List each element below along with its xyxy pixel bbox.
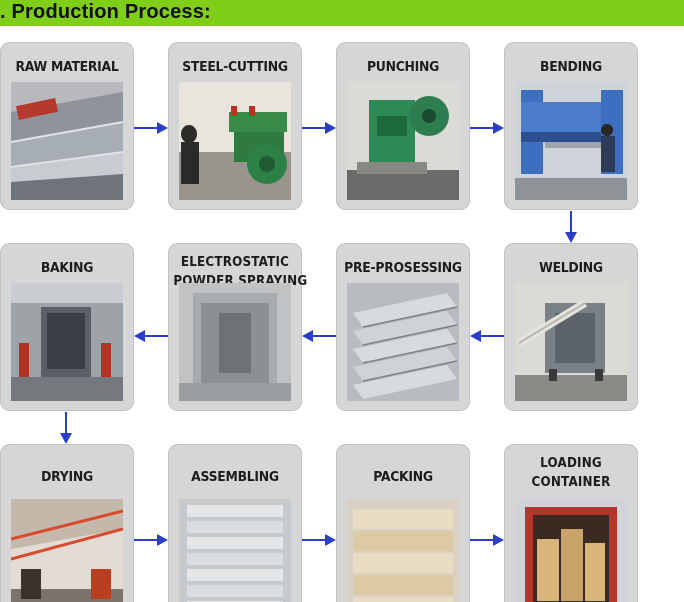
arrow-right-icon	[134, 120, 168, 136]
arrow-right-icon	[134, 532, 168, 548]
arrow-left-icon	[302, 328, 336, 344]
step-loading-container: LOADING CONTAINER	[504, 444, 638, 602]
welding-photo	[515, 283, 627, 401]
spraying-photo	[179, 283, 291, 401]
pre-prosessing-photo	[347, 283, 459, 401]
bending-photo	[515, 82, 627, 200]
steel-cutting-photo	[179, 82, 291, 200]
step-label: BENDING	[540, 59, 602, 75]
step-label: DRYING	[41, 469, 93, 485]
arrow-right-icon	[470, 120, 504, 136]
header-bar: . Production Process:	[0, 0, 684, 26]
arrow-right-icon	[302, 532, 336, 548]
step-drying: DRYING	[0, 444, 134, 602]
step-label: LOADING CONTAINER	[531, 456, 611, 490]
step-label: PACKING	[373, 469, 433, 485]
loading-container-photo	[515, 499, 627, 602]
arrow-right-icon	[470, 532, 504, 548]
step-label: WELDING	[539, 260, 603, 276]
step-pre-prosessing: PRE-PROSESSING	[336, 243, 470, 411]
step-electrostatic-powder-spraying: ELECTROSTATIC POWDER SPRAYING	[168, 243, 307, 411]
assembling-photo	[179, 499, 291, 602]
punching-photo	[347, 82, 459, 200]
arrow-down-icon	[563, 211, 579, 243]
arrow-down-icon	[58, 412, 74, 444]
step-welding: WELDING	[504, 243, 638, 411]
step-label: STEEL-CUTTING	[182, 59, 288, 75]
step-label: PUNCHING	[366, 59, 440, 75]
step-packing: PACKING	[336, 444, 470, 602]
arrow-left-icon	[134, 328, 168, 344]
arrow-right-icon	[302, 120, 336, 136]
packing-photo	[347, 499, 459, 602]
drying-photo	[11, 499, 123, 602]
step-bending: BENDING	[504, 42, 638, 210]
step-label: RAW MATERIAL	[15, 59, 119, 75]
raw-material-photo	[11, 82, 123, 200]
page-title: . Production Process:	[0, 1, 211, 23]
step-label: ASSEMBLING	[191, 469, 279, 485]
step-steel-cutting: STEEL-CUTTING	[168, 42, 302, 210]
step-label: PRE-PROSESSING	[344, 260, 462, 276]
step-label: BAKING	[40, 260, 94, 276]
step-assembling: ASSEMBLING	[168, 444, 302, 602]
step-punching: PUNCHING	[336, 42, 470, 210]
arrow-left-icon	[470, 328, 504, 344]
baking-photo	[11, 283, 123, 401]
step-raw-material: RAW MATERIAL	[0, 42, 134, 210]
step-baking: BAKING	[0, 243, 134, 411]
